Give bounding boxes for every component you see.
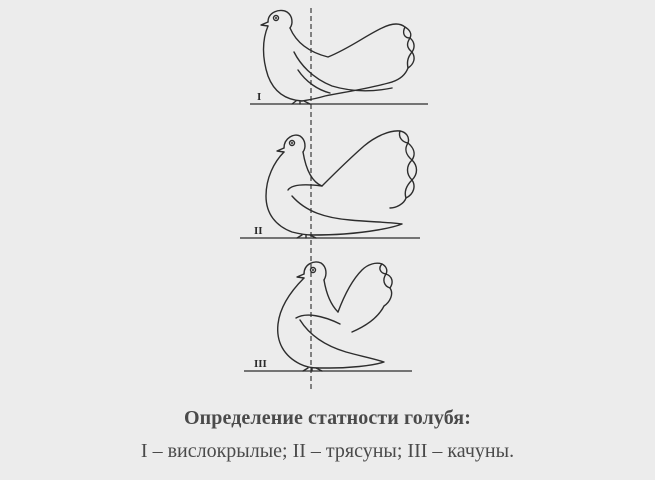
pigeon-I-drawing	[260, 9, 415, 105]
pigeon-III-drawing	[277, 261, 393, 372]
pigeon-II-drawing	[265, 130, 418, 239]
figure-canvas: I II	[240, 8, 428, 392]
label-I: I	[257, 91, 261, 103]
caption-title: Определение статности голубя:	[184, 407, 471, 429]
label-III: III	[254, 358, 267, 370]
pigeon-posture-figure: I II	[240, 8, 428, 392]
label-II: II	[254, 225, 263, 237]
caption-text: I – вислокрылые; II – трясуны; III – кач…	[140, 440, 515, 462]
